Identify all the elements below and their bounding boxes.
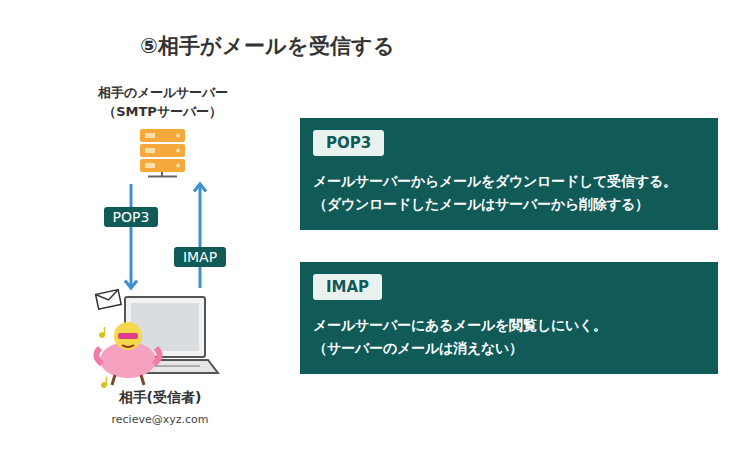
- server-node: 相手のメールサーバー （SMTPサーバー）: [80, 84, 245, 180]
- edge-label: POP3: [104, 207, 159, 227]
- person-illustration: [96, 322, 159, 385]
- title: ⑤相手がメールを受信する: [140, 32, 395, 60]
- node-text: （ダウンロードしたメールはサーバーから削除する）: [313, 193, 702, 216]
- edge-label: IMAP: [174, 247, 226, 267]
- receiver-node: 相手(受信者) recieve@xyz.com: [70, 292, 250, 426]
- node-text: メールサーバーからメールをダウンロードして受信する。: [313, 170, 702, 193]
- arrow-connector: [130, 184, 133, 288]
- server-icon: [140, 129, 185, 177]
- node-text: 相手のメールサーバー （SMTPサーバー）: [80, 84, 245, 122]
- node-text: メールサーバーにあるメールを閲覧しにいく。: [313, 314, 702, 337]
- node-text: POP3: [326, 133, 371, 153]
- arrow-connector: [199, 184, 202, 288]
- node-text: 相手(受信者): [119, 389, 202, 407]
- music-notes: [100, 327, 107, 388]
- protocol-panel: メールサーバーからメールをダウンロードして受信する。（ダウンロードしたメールはサ…: [300, 118, 718, 230]
- protocol-tag: IMAP: [313, 274, 382, 300]
- protocol-panel: メールサーバーにあるメールを閲覧しにいく。（サーバーのメールは消えない） IMAP: [300, 262, 718, 374]
- node-text: IMAP: [326, 277, 369, 297]
- protocol-tag: POP3: [313, 130, 384, 156]
- node-text: （サーバーのメールは消えない）: [313, 337, 702, 360]
- envelope-icon: [96, 290, 122, 309]
- node-text: recieve@xyz.com: [112, 413, 209, 426]
